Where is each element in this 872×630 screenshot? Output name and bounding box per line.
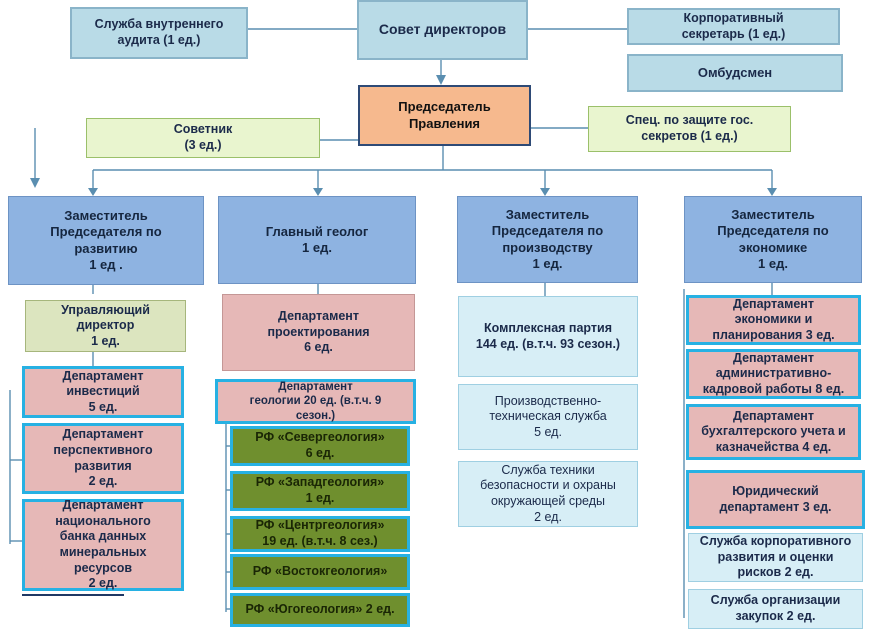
rf-tsentrgeologiya-box: РФ «Центргеология» 19 ед. (в.т.ч. 8 сез.… bbox=[230, 516, 410, 552]
investment-department-box: Департамент инвестиций 5 ед. bbox=[22, 366, 184, 418]
admin-hr-department-box: Департамент административно- кадровой ра… bbox=[686, 349, 861, 399]
geology-department-box: Департамент геологии 20 ед. (в.т.ч. 9 се… bbox=[215, 379, 416, 424]
deputy-economy-box: Заместитель Председателя по экономике 1 … bbox=[684, 196, 862, 283]
safety-environment-service-box: Служба техники безопасности и охраны окр… bbox=[458, 461, 638, 527]
deputy-development-box: Заместитель Председателя по развитию 1 е… bbox=[8, 196, 204, 285]
corporate-development-risk-service-box: Служба корпоративного развития и оценки … bbox=[688, 533, 863, 582]
deputy-production-box: Заместитель Председателя по производству… bbox=[457, 196, 638, 283]
chief-geologist-box: Главный геолог 1 ед. bbox=[218, 196, 416, 284]
rf-yugogeologiya-box: РФ «Югогеология» 2 ед. bbox=[230, 593, 410, 627]
economics-planning-department-box: Департамент экономики и планирования 3 е… bbox=[686, 295, 861, 345]
accounting-treasury-department-box: Департамент бухгалтерского учета и казна… bbox=[686, 404, 861, 460]
accent-line bbox=[22, 594, 124, 596]
chairman-box: Председатель Правления bbox=[358, 85, 531, 146]
national-mineral-data-bank-department-box: Департамент национального банка данных м… bbox=[22, 498, 184, 591]
managing-director-box: Управляющий директор 1 ед. bbox=[25, 300, 186, 352]
legal-department-box: Юридический департамент 3 ед. bbox=[686, 470, 865, 529]
secret-protection-specialist-box: Спец. по защите гос. секретов (1 ед.) bbox=[588, 106, 791, 152]
rf-vostokgeologiya-box: РФ «Востокгеология» bbox=[230, 554, 410, 590]
advisor-box: Советник (3 ед.) bbox=[86, 118, 320, 158]
complex-party-box: Комплексная партия 144 ед. (в.т.ч. 93 се… bbox=[458, 296, 638, 377]
rf-zapadgeologiya-box: РФ «Западгеология» 1 ед. bbox=[230, 471, 410, 511]
production-technical-service-box: Производственно- техническая служба 5 ед… bbox=[458, 384, 638, 450]
ombudsman-box: Омбудсмен bbox=[627, 54, 843, 92]
internal-audit-box: Служба внутреннего аудита (1 ед.) bbox=[70, 7, 248, 59]
prospective-development-department-box: Департамент перспективного развития 2 ед… bbox=[22, 423, 184, 494]
board-of-directors-box: Совет директоров bbox=[357, 0, 528, 60]
procurement-service-box: Служба организации закупок 2 ед. bbox=[688, 589, 863, 629]
corporate-secretary-box: Корпоративный секретарь (1 ед.) bbox=[627, 8, 840, 45]
rf-severgeologiya-box: РФ «Севергеология» 6 ед. bbox=[230, 426, 410, 466]
design-department-box: Департамент проектирования 6 ед. bbox=[222, 294, 415, 371]
